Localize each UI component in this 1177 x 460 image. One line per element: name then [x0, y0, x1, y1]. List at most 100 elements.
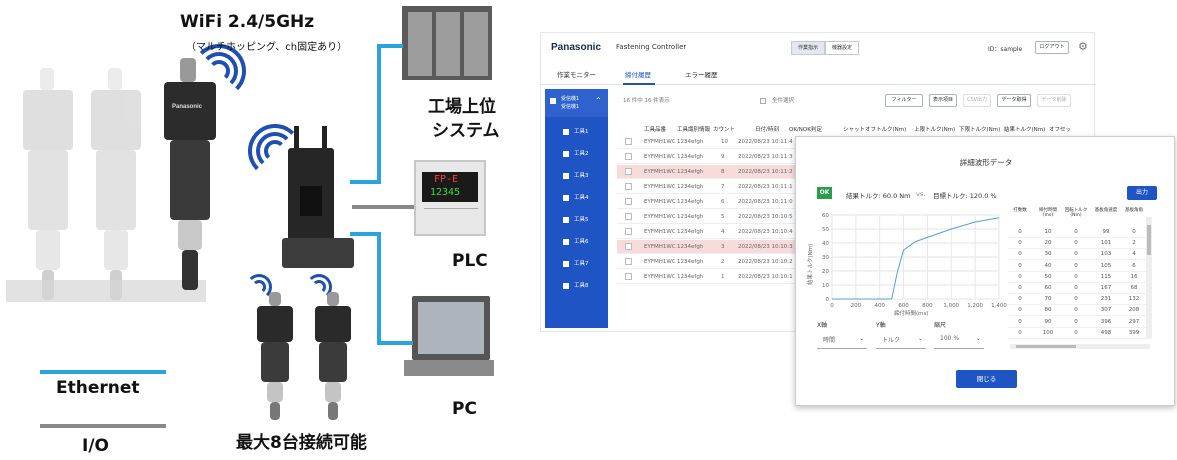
cell-time: 2022/08/23 10:11:2 [738, 169, 793, 175]
tab-work-monitor[interactable]: 作業モニター [557, 71, 596, 79]
sidebar-item-tool-8[interactable]: 工具8 [563, 281, 589, 289]
sidebar-item-label: 工具5 [574, 217, 589, 223]
data-delete-button[interactable]: データ削除 [1037, 94, 1071, 107]
close-button[interactable]: 閉じる [956, 370, 1017, 388]
y-tick-label: 40 [822, 241, 829, 247]
waveform-cell: 80 [1044, 307, 1052, 314]
tool-checkbox[interactable] [563, 282, 569, 289]
row-checkbox[interactable] [625, 213, 632, 220]
wifi-title: WiFi 2.4/5GHz [180, 12, 315, 32]
filter-button[interactable]: フィルター [885, 94, 923, 107]
y-tick-label: 20 [822, 269, 829, 275]
sidebar-receiver-header[interactable]: 受信機1 受信機1 ⌃ [545, 89, 608, 117]
select-all-checkbox[interactable] [760, 97, 766, 104]
cell-count: 4 [721, 229, 725, 235]
app-title: Fastening Controller [616, 43, 687, 51]
tab-error-history[interactable]: エラー履歴 [685, 71, 718, 79]
row-checkbox[interactable] [625, 198, 632, 205]
row-checkbox[interactable] [625, 273, 632, 280]
waveform-cell: 0 [1074, 285, 1078, 291]
tool-wifi-arc-outer2 [192, 44, 246, 98]
cell-time: 2022/08/23 10:11:4 [738, 139, 793, 145]
waveform-cell: 99 [1102, 229, 1110, 235]
col-offset: オフセッ [1049, 127, 1072, 133]
table-scrollbar-vertical-thumb[interactable] [1147, 225, 1151, 255]
table-scrollbar-horizontal[interactable] [1010, 344, 1150, 349]
list-count: 16 件中 16 件表示 [623, 98, 670, 104]
y-axis-label: Y軸 [876, 322, 886, 329]
mode-tab-work[interactable]: 作業指示 [791, 41, 825, 55]
waveform-cell: 40 [1044, 262, 1052, 269]
tool-checkbox[interactable] [563, 216, 569, 223]
waveform-cell: 115 [1100, 273, 1112, 280]
cell-count: 7 [721, 184, 725, 190]
col-id: 工具識別情報 [677, 127, 711, 133]
waveform-cell: 60 [1044, 285, 1052, 291]
x-axis-label: X軸 [817, 322, 828, 329]
sidebar-item-tool-7[interactable]: 工具7 [563, 259, 589, 267]
cell-id: 1234efgh [677, 274, 704, 280]
tool-checkbox[interactable] [563, 128, 569, 135]
small-tool-2 [313, 292, 353, 422]
dt-col-0: 打数数 [1013, 208, 1027, 213]
waveform-cell: 100 [1042, 329, 1054, 336]
table-scrollbar-vertical[interactable] [1146, 217, 1152, 338]
gear-icon[interactable]: ⚙ [1078, 40, 1088, 53]
waveform-cell: 0 [1018, 307, 1022, 314]
select-all[interactable]: 全件選択 [760, 96, 794, 104]
waveform-cell: 0 [1018, 329, 1022, 336]
mode-tab-settings[interactable]: 機器設定 [825, 41, 859, 55]
waveform-cell: 399 [1128, 329, 1140, 336]
server-icon [402, 6, 496, 82]
tool-checkbox[interactable] [563, 260, 569, 267]
col-datetime[interactable]: 日付/時刻 [755, 127, 779, 133]
row-checkbox[interactable] [625, 258, 632, 265]
sidebar-item-tool-6[interactable]: 工具6 [563, 237, 589, 245]
x-axis-select[interactable]: 時間⌄ [817, 335, 867, 349]
dt-col-2: 回転トルク(Nm) [1064, 208, 1088, 218]
row-checkbox[interactable] [625, 138, 632, 145]
row-checkbox[interactable] [625, 183, 632, 190]
tab-fastening-history[interactable]: 締付履歴 [625, 71, 651, 79]
col-model: 工具品番 [644, 127, 667, 133]
tool-checkbox[interactable] [563, 194, 569, 201]
csv-export-button[interactable]: CSV出力 [963, 94, 991, 107]
waveform-cell: 132 [1128, 296, 1140, 303]
display-items-button[interactable]: 表示項目 [929, 94, 957, 107]
plc-display-bottom: 12345 [430, 187, 461, 198]
cell-time: 2022/08/23 10:10:3 [738, 244, 793, 250]
waveform-cell: 0 [1074, 296, 1078, 303]
dt-col-4: 基板角角 [1125, 208, 1143, 213]
tool-checkbox[interactable] [563, 238, 569, 245]
row-checkbox[interactable] [625, 243, 632, 250]
waveform-cell: 498 [1100, 329, 1112, 336]
y-axis-select[interactable]: トルク⌄ [876, 335, 926, 349]
scale-select[interactable]: 100 %⌄ [934, 335, 984, 349]
cell-time: 2022/08/23 10:10:4 [738, 229, 793, 235]
tool-checkbox[interactable] [563, 150, 569, 157]
table-scrollbar-horizontal-thumb[interactable] [1016, 345, 1076, 348]
work-surface [6, 280, 206, 302]
collapse-chevron-icon[interactable]: ⌃ [595, 96, 602, 105]
row-checkbox[interactable] [625, 228, 632, 235]
waveform-cell: 307 [1100, 307, 1112, 314]
sidebar-item-tool-1[interactable]: 工具1 [563, 127, 589, 135]
receiver-checkbox[interactable] [550, 98, 556, 104]
small-tool-wifi-arc-1b [246, 274, 272, 300]
sidebar-item-tool-2[interactable]: 工具2 [563, 149, 589, 157]
row-checkbox[interactable] [625, 153, 632, 160]
row-checkbox[interactable] [625, 168, 632, 175]
waveform-cell: 2 [1132, 240, 1136, 247]
legend-ethernet-line [40, 370, 166, 374]
data-fetch-button[interactable]: データ取得 [997, 94, 1031, 107]
logout-button[interactable]: ログアウト [1035, 41, 1069, 54]
sidebar-item-tool-3[interactable]: 工具3 [563, 171, 589, 179]
sidebar-item-tool-5[interactable]: 工具5 [563, 215, 589, 223]
sidebar-item-tool-4[interactable]: 工具4 [563, 193, 589, 201]
sidebar: 受信機1 受信機1 ⌃ 工具1 工具2 工具3 工具4 工具5 工具6 工具7 … [545, 89, 608, 328]
small-tool-1 [255, 292, 295, 422]
export-button[interactable]: 出力 [1127, 186, 1157, 200]
tool-checkbox[interactable] [563, 172, 569, 179]
